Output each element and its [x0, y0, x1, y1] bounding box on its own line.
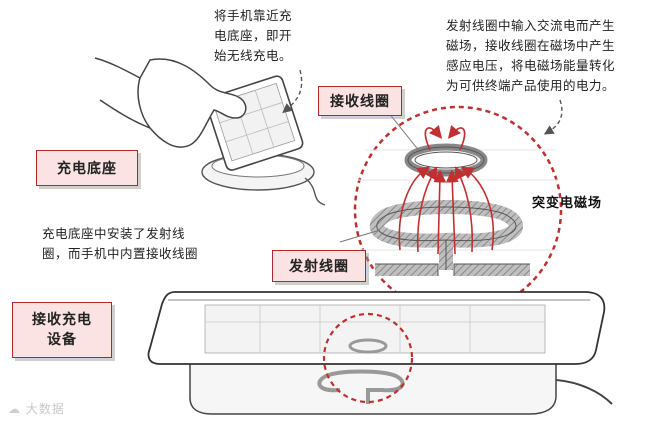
- receiver-label-connector: [387, 111, 421, 153]
- label-receiving-device-line-2: 设备: [47, 332, 77, 348]
- note-middle-left-line-2: 圈，而手机中内置接收线圈: [42, 246, 199, 261]
- hand-phone-illustration: [94, 57, 326, 206]
- watermark-label: 大数据: [25, 402, 65, 416]
- note-arrow-top-right: [543, 99, 563, 135]
- hand-outline: [137, 58, 247, 148]
- label-transmitter-coil: 发射线圈: [272, 250, 366, 282]
- magnifier-source-circle: [322, 312, 414, 404]
- note-arrow-top-left: [282, 69, 303, 114]
- label-field: 突变电磁场: [532, 196, 603, 211]
- receiver-coil-shape: [404, 143, 488, 177]
- pad-base: [189, 359, 557, 415]
- note-top-left: 将手机靠近充 电底座，即开 始无线充电。: [214, 6, 334, 66]
- note-middle-left-line-1: 充电底座中安装了发射线: [42, 226, 186, 241]
- note-top-right: 发射线圈中输入交流电而产生 磁场，接收线圈在磁场中产生 感应电压，将电磁场能量转…: [446, 16, 662, 96]
- phone-on-pad: [147, 291, 613, 415]
- charging-base-cable: [304, 177, 326, 206]
- note-top-right-line-4: 为可供终端产品使用的电力。: [446, 78, 616, 93]
- note-middle-left: 充电底座中安装了发射线 圈，而手机中内置接收线圈: [42, 224, 262, 264]
- label-receiving-device-line-1: 接收充电: [32, 312, 92, 328]
- label-receiving-device: 接收充电 设备: [12, 302, 112, 358]
- watermark-logo-icon: ☁: [8, 402, 21, 416]
- phone-in-hand: [205, 75, 304, 171]
- note-top-right-line-2: 磁场，接收线圈在磁场中产生: [446, 38, 616, 53]
- label-charging-base: 充电底座: [36, 150, 138, 186]
- note-top-left-line-3: 始无线充电。: [214, 48, 293, 63]
- note-top-right-line-1: 发射线圈中输入交流电而产生: [446, 18, 616, 33]
- label-receiver-coil: 接收线圈: [318, 86, 402, 116]
- note-top-left-line-2: 电底座，即开: [214, 28, 293, 43]
- note-top-right-line-3: 感应电压，将电磁场能量转化: [446, 58, 616, 73]
- watermark-text: ☁ 大数据: [8, 400, 65, 417]
- transmitter-label-connector: [339, 229, 381, 243]
- transmitter-coil-shape: [369, 200, 530, 276]
- magnified-field-view: [353, 105, 563, 315]
- note-top-left-line-1: 将手机靠近充: [214, 8, 293, 23]
- field-lines: [398, 124, 494, 255]
